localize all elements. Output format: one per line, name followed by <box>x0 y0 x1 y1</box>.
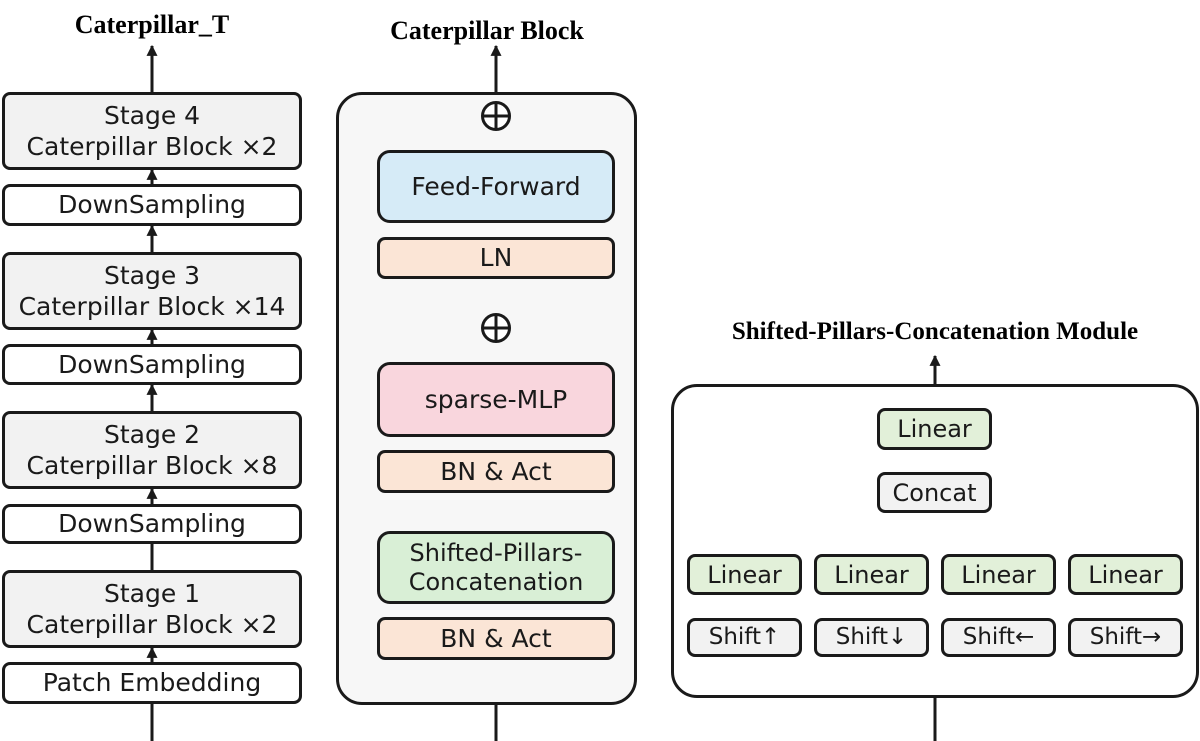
residual-add-bottom <box>481 313 511 343</box>
concat-box: Concat <box>877 472 992 513</box>
stage1-name: Stage 1 <box>103 578 201 608</box>
stage3-name: Stage 3 <box>103 260 201 290</box>
bn-act-top-box: BN & Act <box>377 450 615 493</box>
stage2-name: Stage 2 <box>103 419 201 449</box>
feed-forward-box: Feed-Forward <box>377 150 615 223</box>
bn-act-bottom-box: BN & Act <box>377 617 615 660</box>
shift-down-box: Shift↓ <box>814 618 929 657</box>
spc-module-title: Shifted-Pillars-Concatenation Module <box>731 318 1139 345</box>
linear-output-box: Linear <box>877 408 992 450</box>
shift-up-box: Shift↑ <box>687 618 802 657</box>
downsampling-1-box: DownSampling <box>2 504 302 544</box>
downsampling-3-box: DownSampling <box>2 184 302 226</box>
linear-branch-3: Linear <box>941 554 1056 595</box>
sparse-mlp-box: sparse-MLP <box>377 362 615 437</box>
stage4-name: Stage 4 <box>103 100 201 130</box>
downsampling-2-box: DownSampling <box>2 344 302 385</box>
linear-branch-1: Linear <box>687 554 802 595</box>
ln-box: LN <box>377 237 615 279</box>
shift-right-box: Shift→ <box>1068 618 1183 657</box>
spc-line2: Concatenation <box>408 567 584 596</box>
spc-box: Shifted-Pillars- Concatenation <box>377 531 615 604</box>
patch-embedding-box: Patch Embedding <box>2 662 302 704</box>
spc-line1: Shifted-Pillars- <box>409 538 583 567</box>
caterpillar-block-title: Caterpillar Block <box>390 16 584 45</box>
stage1-box: Stage 1 Caterpillar Block ×2 <box>2 570 302 648</box>
linear-branch-4: Linear <box>1068 554 1183 595</box>
stage3-blocks: Caterpillar Block ×14 <box>18 292 286 321</box>
linear-branch-2: Linear <box>814 554 929 595</box>
shift-left-box: Shift← <box>941 618 1056 657</box>
residual-add-top <box>481 101 511 131</box>
stage2-box: Stage 2 Caterpillar Block ×8 <box>2 411 302 489</box>
stage4-box: Stage 4 Caterpillar Block ×2 <box>2 92 302 170</box>
stage3-box: Stage 3 Caterpillar Block ×14 <box>2 252 302 330</box>
stage2-blocks: Caterpillar Block ×8 <box>26 451 278 480</box>
stage4-blocks: Caterpillar Block ×2 <box>26 132 278 161</box>
caterpillar-t-title: Caterpillar_T <box>74 10 230 39</box>
stage1-blocks: Caterpillar Block ×2 <box>26 610 278 639</box>
